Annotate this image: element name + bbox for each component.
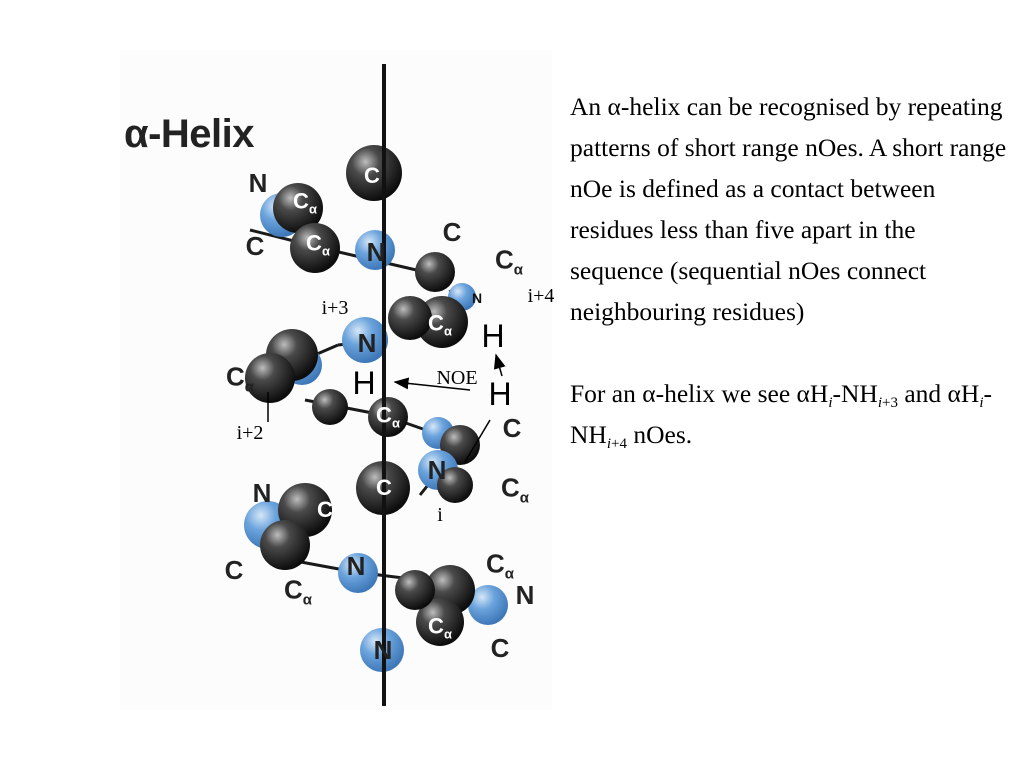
atom-label-n: N	[357, 328, 377, 358]
atom-label-calpha: Cα	[225, 361, 255, 396]
hydrogen-label-upper-right: H	[481, 318, 505, 354]
atom-label-calpha: Cα	[428, 613, 452, 642]
atom-label-calpha: Cα	[428, 310, 452, 339]
helix-drawing	[244, 64, 508, 706]
atom-label-calpha: Cα	[376, 402, 400, 431]
atom-label-c: C	[224, 555, 244, 585]
alpha-helix-figure	[120, 50, 552, 710]
hydrogen-label-right: H	[488, 376, 512, 412]
residue-label-i: i	[437, 504, 443, 526]
atom-label-calpha: Cα	[293, 188, 317, 217]
residue-label-i-plus-3: i+3	[321, 297, 349, 319]
hydrogen-label-left: H	[352, 365, 376, 401]
atom-label-c: C	[364, 163, 380, 188]
atom-label-c: C	[317, 497, 333, 522]
atom-label-n: N	[248, 168, 268, 198]
atom-label-c: C	[442, 217, 462, 247]
paragraph-definition: An α-helix can be recognised by repeatin…	[570, 92, 1007, 326]
atom-label-n: N	[373, 635, 393, 665]
atom-label-n: N	[366, 237, 386, 267]
atom-label-calpha: Cα	[306, 230, 330, 259]
noe-label: NOE	[436, 367, 478, 389]
atom-label-calpha: Cα	[500, 472, 530, 507]
atom-label-n: N	[427, 455, 447, 485]
atom-label-n: N	[515, 580, 535, 610]
atom-label-c: C	[490, 633, 510, 663]
explanation-text: An α-helix can be recognised by repeatin…	[570, 86, 1015, 455]
atom-label-calpha: Cα	[485, 548, 515, 583]
atom-label-calpha: Cα	[283, 574, 313, 609]
residue-label-i-plus-4: i+4	[527, 285, 555, 307]
carbon-atoms	[245, 145, 480, 646]
atom-label-n: N	[346, 551, 366, 581]
atom-label-calpha: Cα	[494, 244, 524, 279]
figure-title: α-Helix	[124, 112, 255, 156]
residue-label-i-plus-2: i+2	[236, 422, 264, 444]
atom-label-c: C	[502, 413, 522, 443]
atom-label-c: C	[245, 231, 265, 261]
paragraph-helix-noes: For an α-helix we see αHi-NHi+3 and αHi-…	[570, 379, 993, 452]
noe-arrows	[267, 353, 506, 463]
atom-label-n: N	[252, 478, 272, 508]
atom-label-c: C	[376, 475, 392, 500]
atom-label-n: N	[471, 290, 483, 306]
